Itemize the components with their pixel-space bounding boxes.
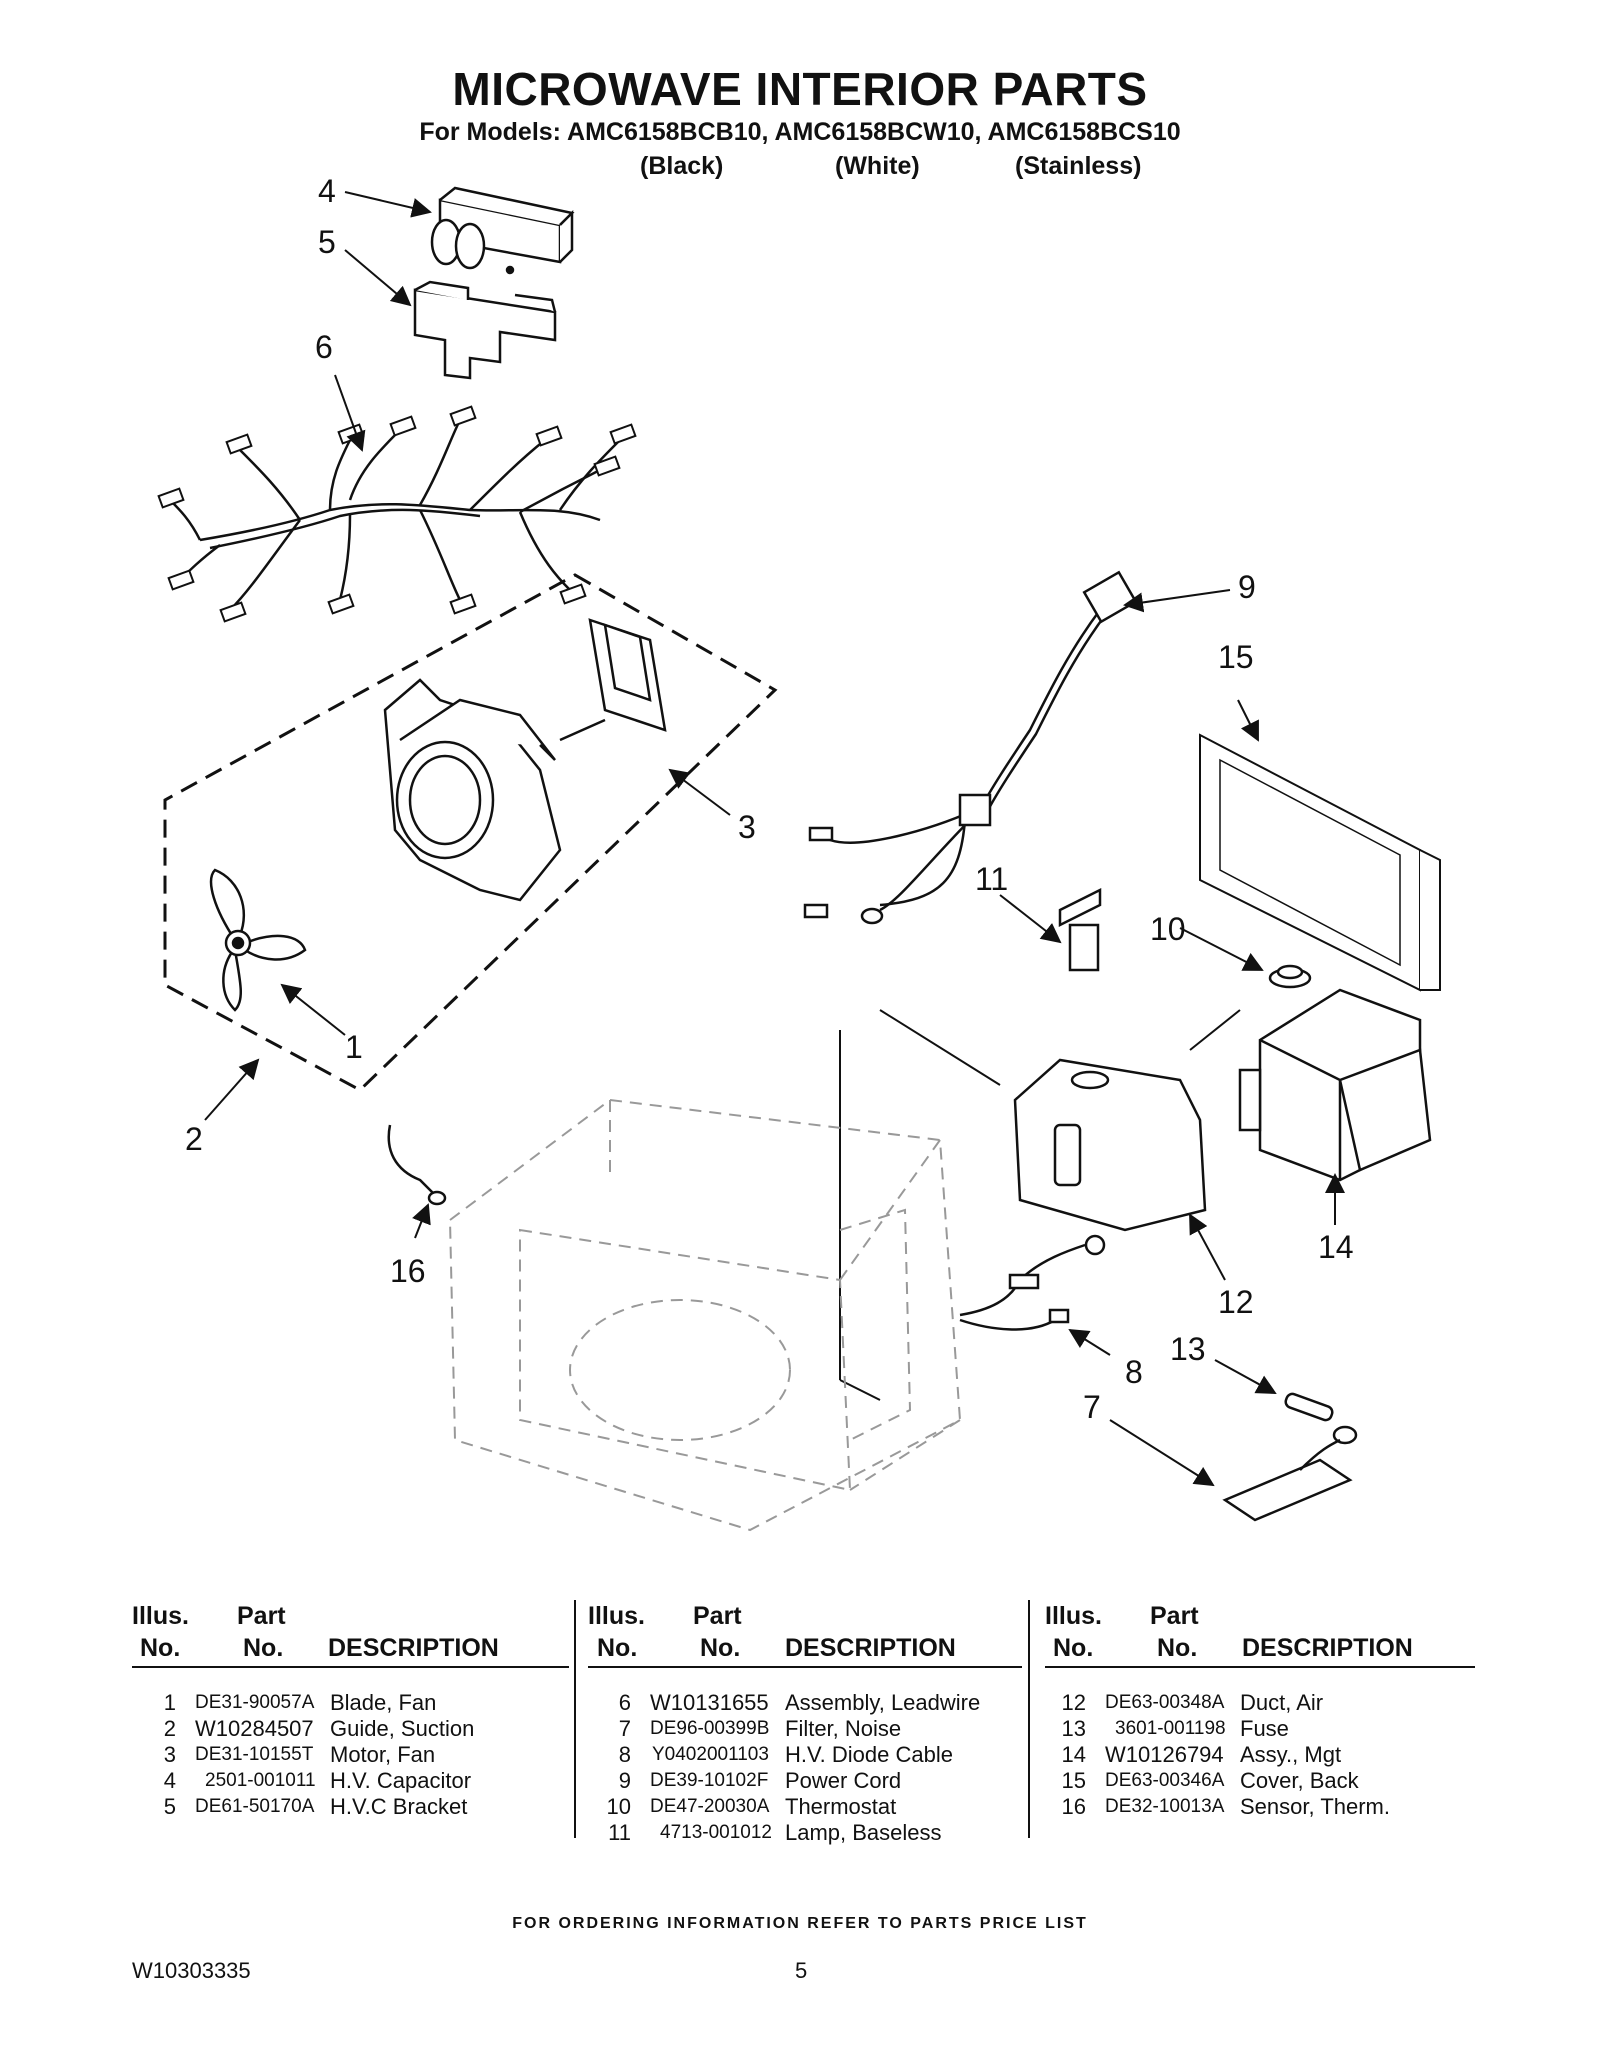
callout-10: 10 [1150, 911, 1186, 947]
magnetron-assy-part [1238, 988, 1432, 1182]
ordering-note: FOR ORDERING INFORMATION REFER TO PARTS … [512, 1915, 1088, 1932]
col2-part-bottom: No. [700, 1634, 741, 1662]
col1-rule [132, 1666, 569, 1668]
color-black: (Black) [640, 152, 724, 180]
callout-9: 9 [1238, 569, 1256, 605]
column-divider [1028, 1600, 1030, 1838]
col2-illus-top: Illus. [588, 1602, 645, 1630]
fan-assembly-group [163, 573, 778, 1092]
leadwire-connectors [157, 405, 637, 623]
callout-16: 16 [390, 1253, 426, 1289]
microwave-cavity-reference [448, 1098, 962, 1532]
callout-6: 6 [315, 329, 333, 365]
power-cord-part [803, 570, 1138, 925]
callout-8: 8 [1125, 1354, 1143, 1390]
callout-7: 7 [1083, 1389, 1101, 1425]
air-duct-part [1013, 1058, 1207, 1232]
document-number: W10303335 [132, 1958, 251, 1983]
callout-3: 3 [738, 809, 756, 845]
col3-desc-header: DESCRIPTION [1242, 1634, 1413, 1662]
col2-part-top: Part [693, 1602, 742, 1630]
noise-filter-part [1222, 1425, 1358, 1522]
color-white: (White) [835, 152, 920, 180]
column-divider [574, 1600, 576, 1838]
callout-13: 13 [1170, 1331, 1206, 1367]
col3-part-bottom: No. [1157, 1634, 1198, 1662]
col2-illus-bottom: No. [597, 1634, 638, 1662]
col3-rule [1045, 1666, 1475, 1668]
callout-12: 12 [1218, 1284, 1254, 1320]
thermostat-part [1268, 964, 1312, 989]
leader-lines [204, 191, 1345, 1487]
col1-part-bottom: No. [243, 1634, 284, 1662]
hv-diode-cable-part [959, 1234, 1106, 1331]
col1-part-top: Part [237, 1602, 286, 1630]
page-title: MICROWAVE INTERIOR PARTS [452, 63, 1148, 115]
col1-illus-bottom: No. [140, 1634, 181, 1662]
fan-blade-part [209, 868, 307, 1012]
fuse-part [1284, 1392, 1334, 1422]
col2-rule [588, 1666, 1022, 1668]
callout-4: 4 [318, 173, 336, 209]
hvc-bracket-part [413, 280, 557, 380]
lamp-part [1058, 887, 1102, 972]
page-number: 5 [795, 1958, 808, 1983]
exploded-parts-diagram: 1 2 3 4 5 6 7 8 9 10 11 12 13 14 15 16 [157, 173, 1441, 1532]
callout-2: 2 [185, 1121, 203, 1157]
fan-motor-part [559, 618, 667, 742]
callout-14: 14 [1318, 1229, 1354, 1265]
callout-15: 15 [1218, 639, 1254, 675]
thermal-sensor-part [387, 1124, 447, 1206]
callout-11: 11 [975, 861, 1008, 897]
back-cover-part [1199, 733, 1441, 992]
hv-capacitor-part [430, 186, 575, 275]
color-stainless: (Stainless) [1015, 152, 1142, 180]
col3-part-top: Part [1150, 1602, 1199, 1630]
col3-illus-bottom: No. [1053, 1634, 1094, 1662]
callout-5: 5 [318, 224, 336, 260]
air-duct-guides [839, 1009, 1241, 1401]
col3-illus-top: Illus. [1045, 1602, 1102, 1630]
col1-illus-top: Illus. [132, 1602, 189, 1630]
callout-1: 1 [345, 1029, 363, 1065]
suction-guide-part [383, 678, 562, 902]
models-line: For Models: AMC6158BCB10, AMC6158BCW10, … [419, 118, 1181, 146]
col1-desc-header: DESCRIPTION [328, 1634, 499, 1662]
col2-desc-header: DESCRIPTION [785, 1634, 956, 1662]
